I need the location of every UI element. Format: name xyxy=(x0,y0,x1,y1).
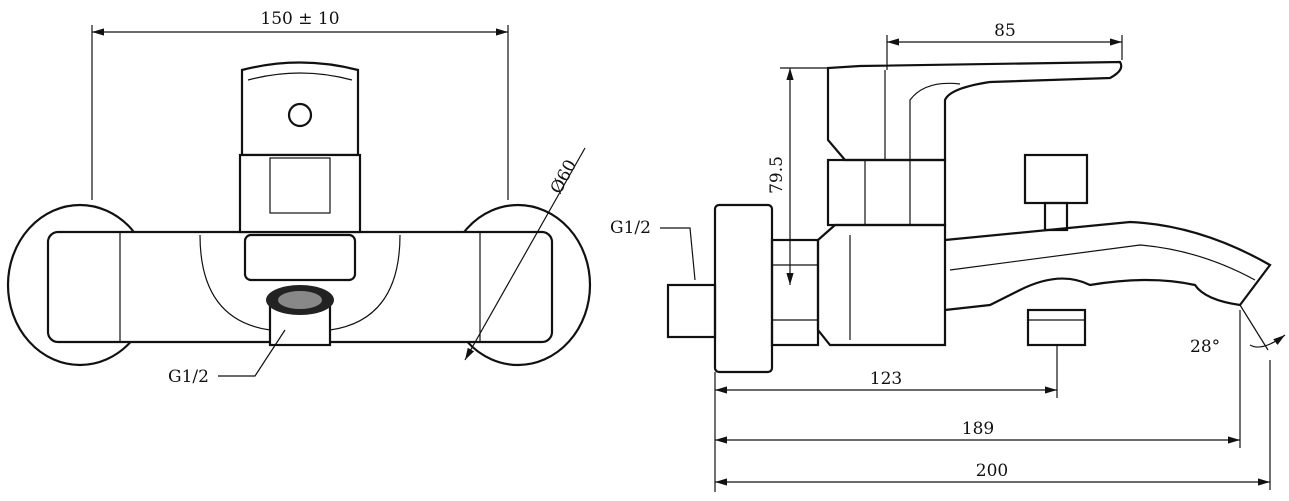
diverter-knob xyxy=(1023,153,1089,205)
spout-dimension: 189 xyxy=(962,419,994,439)
cartridge-housing xyxy=(238,153,362,234)
width-dimension: 150 ± 10 xyxy=(260,9,339,29)
height-dimension: 79.5 xyxy=(767,156,787,194)
handle xyxy=(240,61,360,157)
lever-handle xyxy=(826,60,1123,162)
valve-body xyxy=(816,223,947,347)
angle-dimension: 28° xyxy=(1190,337,1220,357)
spout xyxy=(944,220,1272,312)
front-thread-label: G1/2 xyxy=(168,367,209,387)
front-view: 150 ± 10 Ø60 G1/2 xyxy=(6,9,592,387)
lever-reach-dimension: 85 xyxy=(994,21,1016,41)
side-view: 85 79.5 G1/2 123 189 200 28° xyxy=(610,21,1286,492)
side-thread-label: G1/2 xyxy=(610,218,651,238)
total-dimension: 200 xyxy=(976,461,1008,481)
wall-flange xyxy=(713,203,774,374)
diameter-dimension: Ø60 xyxy=(547,157,581,198)
shower-outlet xyxy=(1026,308,1087,347)
outlet-dimension: 123 xyxy=(870,369,902,389)
nut xyxy=(770,238,820,347)
inlet-nipple xyxy=(666,283,717,339)
